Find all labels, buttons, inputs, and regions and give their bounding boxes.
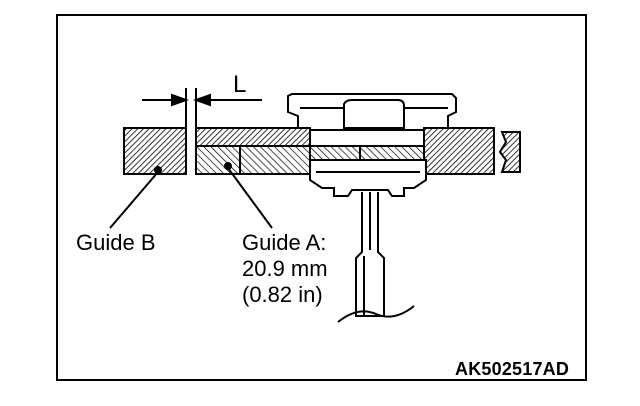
guide-a-metric-length: 20.9 mm [242, 256, 328, 281]
valve-stem [355, 192, 385, 317]
dimension-l-label: L [233, 71, 247, 98]
figure-code: AK502517AD [455, 359, 570, 379]
figure-frame [56, 14, 587, 381]
guide-a-imperial-length: (0.82 in) [242, 282, 323, 307]
guide-b-label: Guide B [76, 230, 156, 255]
break-line [337, 305, 415, 323]
valve-seat-seal [309, 159, 427, 197]
cylinder-head-left [123, 127, 187, 175]
dimension-l-marker [142, 88, 262, 144]
leader-lines [109, 162, 273, 229]
spring-retainer [287, 93, 457, 131]
guide-a-label: Guide A: [242, 230, 327, 255]
